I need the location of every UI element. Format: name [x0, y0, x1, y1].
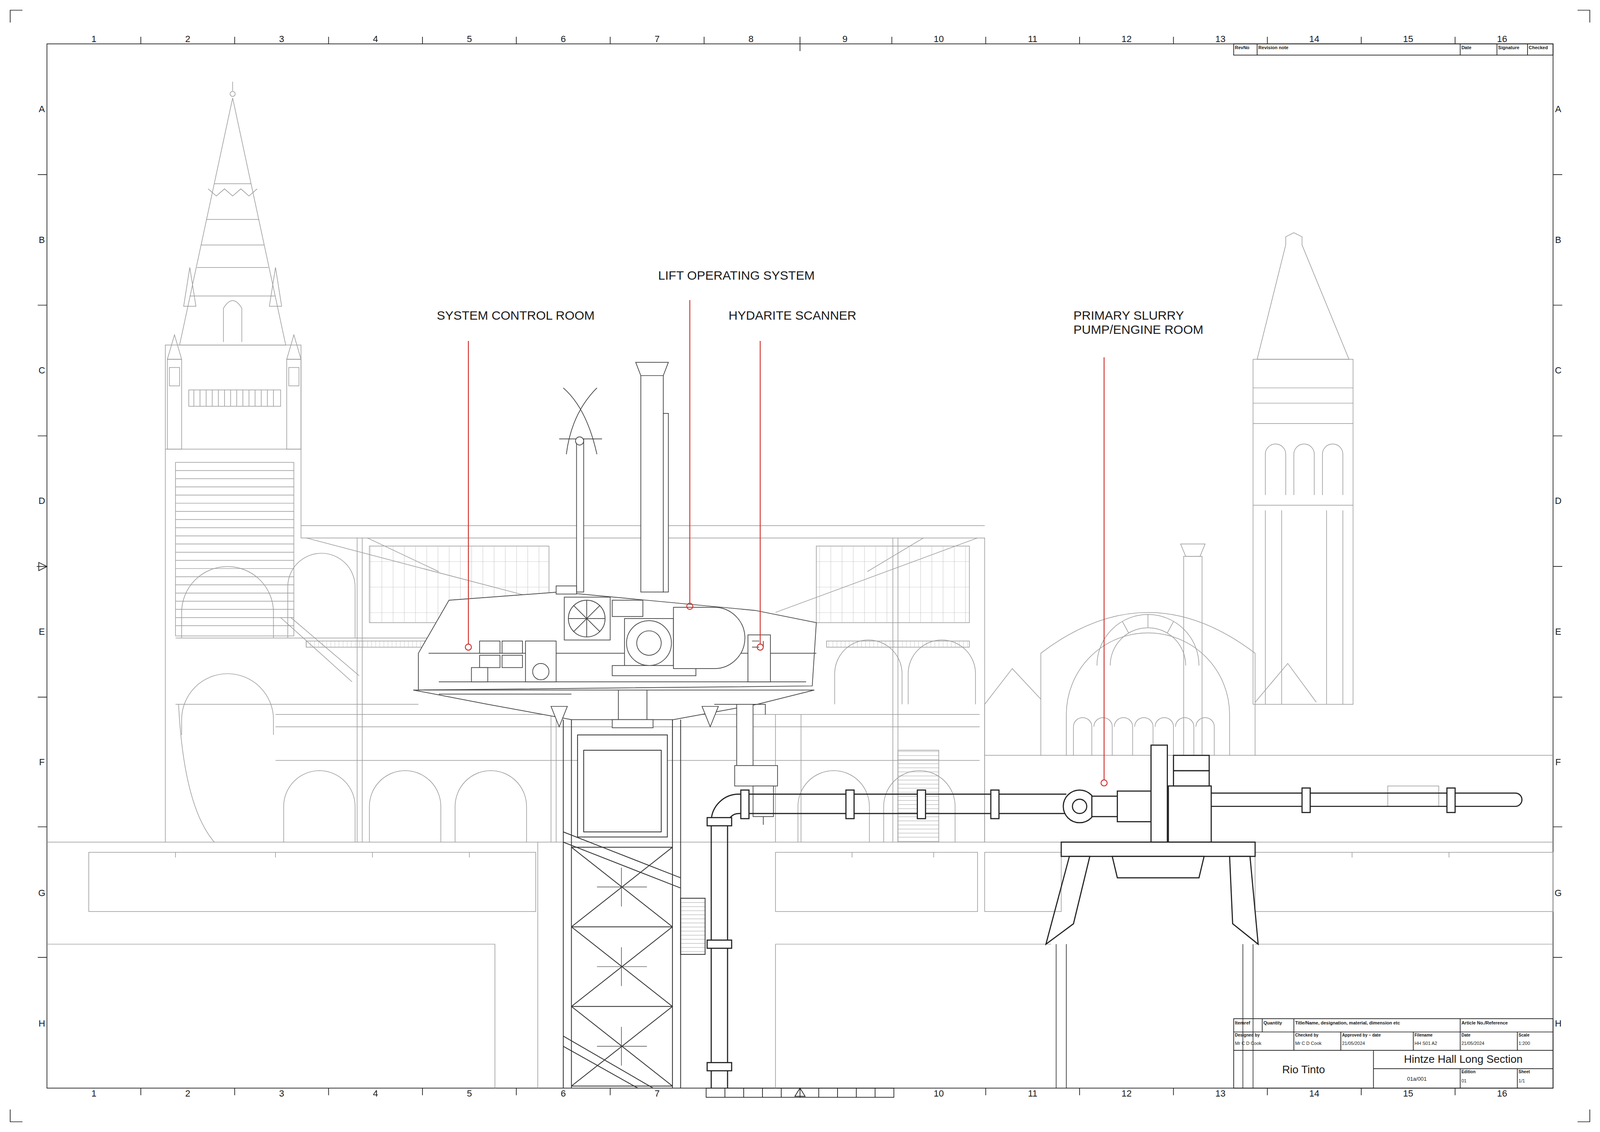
drawing-number: 01a/001: [1407, 1075, 1427, 1082]
grid-number: 1: [91, 1087, 97, 1099]
grid-letter: F: [1555, 757, 1561, 768]
grid-letter: A: [1555, 103, 1562, 115]
grid-letter: G: [1554, 887, 1562, 898]
grid-number: 5: [466, 34, 472, 45]
grid-number: 9: [842, 34, 848, 45]
callout-label: PRIMARY SLURRY PUMP/ENGINE ROOM: [1073, 308, 1227, 338]
table-field-value: 01: [1461, 1077, 1467, 1084]
grid-letter: D: [1555, 495, 1562, 507]
grid-number: 4: [372, 1087, 378, 1099]
grid-letter: E: [38, 626, 45, 637]
table-header: Signature: [1498, 45, 1520, 51]
table-field-name: Filename: [1414, 1032, 1433, 1038]
table-field-name: Date: [1461, 1032, 1471, 1038]
table-field-value: HH S01 A2: [1414, 1040, 1438, 1046]
callout-label: SYSTEM CONTROL ROOM: [436, 308, 595, 323]
table-field-value: 21/05/2024: [1342, 1040, 1365, 1046]
table-field-name: Scale: [1518, 1032, 1530, 1038]
grid-number: 15: [1402, 1087, 1413, 1099]
table-header: Article No./Reference: [1461, 1020, 1508, 1026]
building-section: [165, 81, 1554, 843]
table-header: Quantity: [1263, 1020, 1283, 1026]
table-header: Date: [1461, 45, 1472, 51]
callout-label: LIFT OPERATING SYSTEM: [658, 268, 815, 283]
grid-letter: A: [38, 103, 45, 115]
table-field-name: Edition: [1461, 1069, 1476, 1075]
grid-number: 5: [466, 1087, 472, 1099]
grid-letter: G: [38, 887, 46, 898]
grid-letter: H: [38, 1018, 45, 1029]
grid-letter: H: [1555, 1018, 1562, 1029]
grid-number: 2: [185, 1087, 190, 1099]
grid-number: 16: [1497, 1087, 1508, 1099]
grid-letter: C: [38, 365, 45, 376]
table-header: RevNo: [1235, 45, 1250, 51]
grid-letter: E: [1555, 626, 1562, 637]
grid-number: 7: [654, 34, 660, 45]
grid-number: 2: [185, 34, 190, 45]
table-header: Checked: [1528, 45, 1548, 51]
table-field-name: Designed by: [1235, 1032, 1260, 1038]
callout-label: HYDARITE SCANNER: [728, 308, 857, 323]
grid-number: 14: [1309, 34, 1320, 45]
leader-lines: [465, 300, 1108, 786]
lift-shaft: [563, 719, 705, 1088]
grid-number: 1: [91, 34, 97, 45]
table-field-value: Mr C D Cook: [1235, 1040, 1262, 1046]
drawing-title: Hintze Hall Long Section: [1403, 1052, 1523, 1066]
grid-number: 13: [1215, 34, 1226, 45]
grid-number: 3: [279, 34, 285, 45]
table-header: Itemref: [1235, 1020, 1251, 1026]
grid-number: 10: [933, 1087, 944, 1099]
basement-section: [47, 841, 1554, 1088]
grid-number: 6: [560, 1087, 566, 1099]
table-header: Revision note: [1258, 45, 1289, 51]
grid-number: 3: [279, 1087, 285, 1099]
table-field-name: Sheet: [1518, 1069, 1530, 1075]
grid-number: 11: [1027, 34, 1038, 45]
grid-number: 14: [1309, 1087, 1320, 1099]
table-header: Title/Name, designation, material, dimen…: [1295, 1020, 1400, 1026]
grid-number: 11: [1027, 1087, 1038, 1099]
grid-number: 6: [560, 34, 566, 45]
company-name: Rio Tinto: [1282, 1063, 1325, 1076]
table-field-value: 1:200: [1518, 1040, 1531, 1046]
table-field-name: Checked by: [1295, 1032, 1319, 1038]
drawing-frame: [10, 10, 1590, 1122]
table-field-value: Mr C D Cook: [1295, 1040, 1322, 1046]
grid-letter: D: [38, 495, 45, 507]
table-field-name: Approved by – date: [1342, 1032, 1381, 1038]
grid-number: 4: [372, 34, 378, 45]
grid-letter: B: [38, 234, 45, 245]
grid-letter: F: [39, 757, 45, 768]
grid-letter: B: [1555, 234, 1562, 245]
grid-number: 7: [654, 1087, 660, 1099]
grid-number: 12: [1121, 34, 1132, 45]
grid-number: 15: [1402, 34, 1413, 45]
grid-number: 12: [1121, 1087, 1132, 1099]
grid-number: 8: [748, 34, 754, 45]
grid-number: 16: [1497, 34, 1508, 45]
slurry-pipework: [707, 745, 1523, 1088]
table-field-value: 1/1: [1518, 1077, 1525, 1084]
table-field-value: 21/05/2024: [1461, 1040, 1485, 1046]
grid-letter: C: [1555, 365, 1562, 376]
grid-number: 13: [1215, 1087, 1226, 1099]
grid-number: 10: [933, 34, 944, 45]
